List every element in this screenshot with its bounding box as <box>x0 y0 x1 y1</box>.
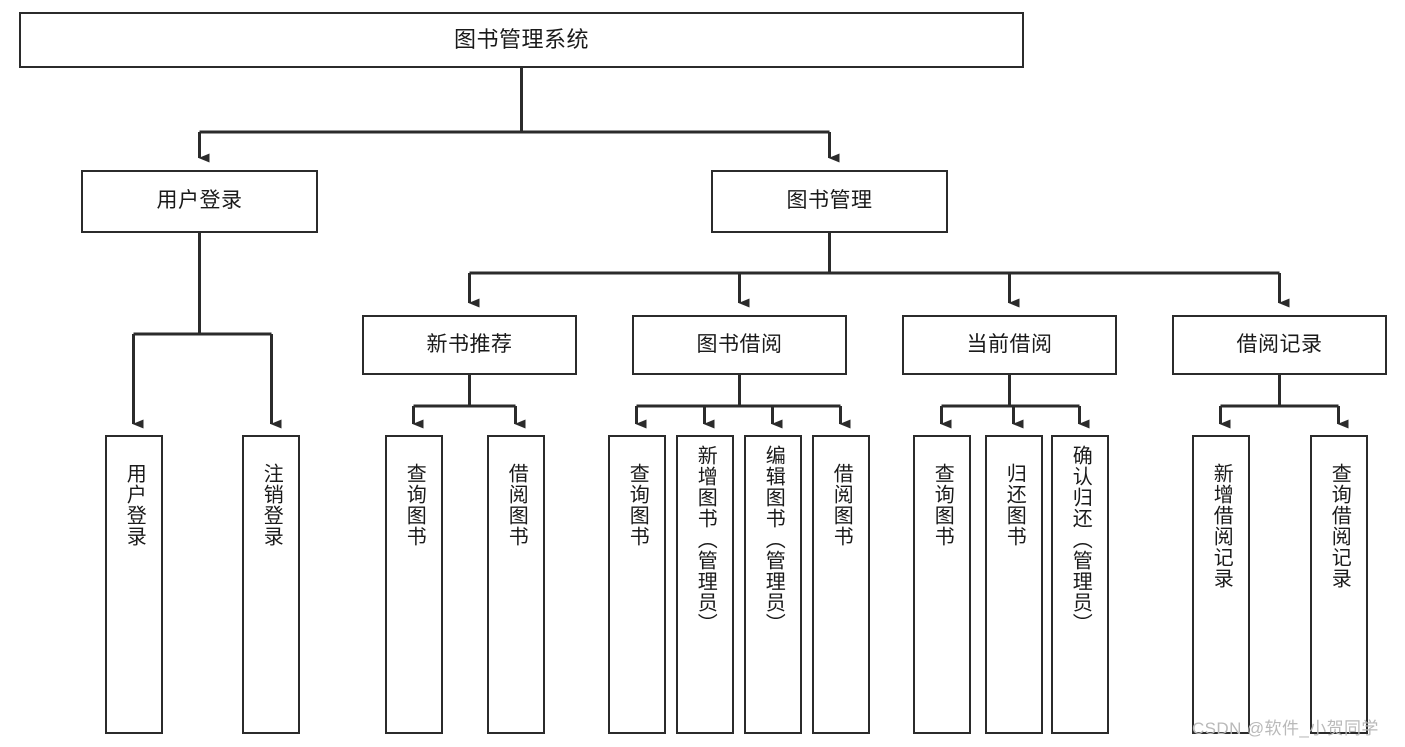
node-leaf-query-book-borrow[interactable]: 查询图书 <box>608 435 666 734</box>
node-book-borrow[interactable]: 图书借阅 <box>632 315 847 375</box>
node-leaf-borrow-book-label: 借阅图书 <box>830 463 853 547</box>
node-leaf-query-book-recommend-label: 查询图书 <box>403 463 426 547</box>
node-leaf-add-borrow-record-label: 新增借阅记录 <box>1210 463 1233 589</box>
node-borrow-record-label: 借阅记录 <box>1236 332 1323 356</box>
node-new-book-recommend-label: 新书推荐 <box>426 332 513 356</box>
node-borrow-record[interactable]: 借阅记录 <box>1172 315 1387 375</box>
node-book-borrow-label: 图书借阅 <box>696 332 783 356</box>
node-leaf-query-book-recommend[interactable]: 查询图书 <box>385 435 443 734</box>
node-leaf-user-login[interactable]: 用户登录 <box>105 435 163 734</box>
node-leaf-borrow-book-recommend[interactable]: 借阅图书 <box>487 435 545 734</box>
node-leaf-edit-book-label: 编辑图书（管理员） <box>762 445 785 634</box>
node-leaf-add-book[interactable]: 新增图书（管理员） <box>676 435 734 734</box>
node-root-label: 图书管理系统 <box>453 27 589 53</box>
node-leaf-query-book-borrow-label: 查询图书 <box>626 463 649 547</box>
node-user-login[interactable]: 用户登录 <box>81 170 318 233</box>
node-leaf-user-login-label: 用户登录 <box>123 463 146 547</box>
node-leaf-query-borrow-record-label: 查询借阅记录 <box>1328 463 1351 589</box>
node-leaf-logout-label: 注销登录 <box>260 463 283 547</box>
node-leaf-logout[interactable]: 注销登录 <box>242 435 300 734</box>
node-book-manage-label: 图书管理 <box>786 189 873 213</box>
node-new-book-recommend[interactable]: 新书推荐 <box>362 315 577 375</box>
node-book-manage[interactable]: 图书管理 <box>711 170 948 233</box>
node-leaf-add-book-label: 新增图书（管理员） <box>694 445 717 634</box>
node-current-borrow-label: 当前借阅 <box>966 332 1053 356</box>
node-user-login-label: 用户登录 <box>156 189 243 213</box>
node-leaf-borrow-book[interactable]: 借阅图书 <box>812 435 870 734</box>
node-leaf-confirm-return[interactable]: 确认归还（管理员） <box>1051 435 1109 734</box>
node-root[interactable]: 图书管理系统 <box>19 12 1024 68</box>
node-leaf-query-borrow-record[interactable]: 查询借阅记录 <box>1310 435 1368 734</box>
node-leaf-return-book[interactable]: 归还图书 <box>985 435 1043 734</box>
node-current-borrow[interactable]: 当前借阅 <box>902 315 1117 375</box>
csdn-watermark: CSDN @软件_小贺同学 <box>1192 719 1379 738</box>
node-leaf-confirm-return-label: 确认归还（管理员） <box>1069 445 1092 634</box>
node-leaf-borrow-book-recommend-label: 借阅图书 <box>505 463 528 547</box>
node-leaf-add-borrow-record[interactable]: 新增借阅记录 <box>1192 435 1250 734</box>
node-leaf-edit-book[interactable]: 编辑图书（管理员） <box>744 435 802 734</box>
node-leaf-return-book-label: 归还图书 <box>1003 463 1026 547</box>
node-leaf-query-book-current-label: 查询图书 <box>931 463 954 547</box>
node-leaf-query-book-current[interactable]: 查询图书 <box>913 435 971 734</box>
